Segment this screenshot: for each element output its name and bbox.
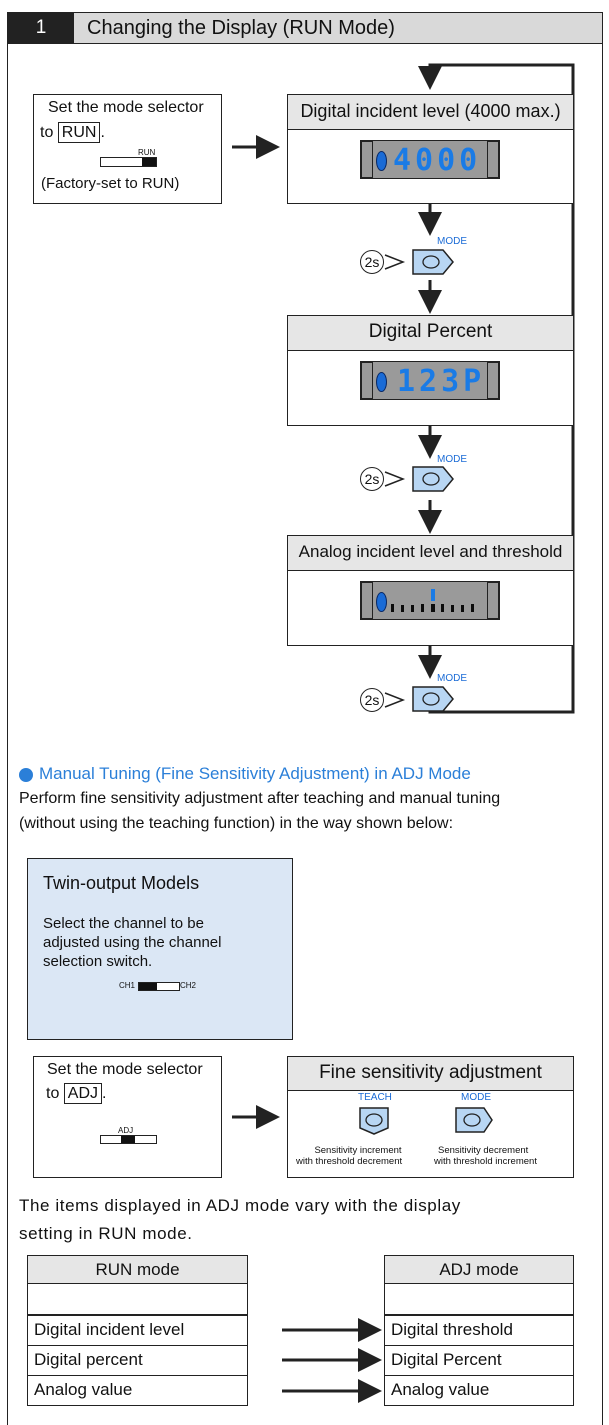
adj-selector-box: Set the mode selector to ADJ. ADJ (33, 1056, 222, 1178)
mode-button[interactable] (411, 465, 455, 493)
mode-label: MODE (437, 673, 467, 684)
card-title: Digital incident level (4000 max.) (288, 95, 573, 130)
run-tag: RUN (57, 122, 101, 143)
teach-label: TEACH (358, 1092, 392, 1103)
run-selector-box: Set the mode selector to RUN. RUN (Facto… (33, 94, 222, 204)
run-cell: Analog value (27, 1375, 248, 1406)
adj-cell-spacer (384, 1283, 574, 1315)
mode-desc-1: Sensitivity decrement (438, 1145, 529, 1156)
twin-output-box: Twin-output Models Select the channel to… (27, 858, 293, 1040)
analog-bar-graph (391, 589, 474, 612)
section-title: Changing the Display (RUN Mode) (87, 17, 395, 39)
lcd-display: 123P (360, 361, 500, 400)
fine-mode-label: MODE (461, 1092, 491, 1103)
chevron-right-icon (384, 254, 406, 270)
time-label: 2s (360, 250, 384, 274)
time-label: 2s (360, 688, 384, 712)
manual-tuning-heading: Manual Tuning (Fine Sensitivity Adjustme… (39, 764, 471, 783)
section-frame (7, 12, 603, 1425)
twin-title: Twin-output Models (43, 873, 200, 893)
lcd-display (360, 581, 500, 620)
card-title: Digital Percent (288, 316, 573, 351)
adj-cell: Digital threshold (384, 1315, 574, 1346)
run-selector-to: to (40, 124, 54, 141)
mode-button[interactable] (411, 248, 455, 276)
lcd-display: 4000 (360, 140, 500, 179)
run-factory-note: (Factory-set to RUN) (41, 175, 180, 192)
display-card-analog: Analog incident level and threshold (287, 535, 574, 646)
mode-label: MODE (437, 454, 467, 465)
fine-mode-button[interactable] (454, 1106, 494, 1136)
run-cell-spacer (27, 1283, 248, 1315)
adj-mode-selector-switch[interactable] (100, 1135, 157, 1144)
chevron-right-icon (384, 471, 406, 487)
teach-desc-2: with threshold decrement (296, 1156, 403, 1167)
lcd-value: 123P (397, 364, 486, 399)
lcd-value: 4000 (393, 143, 482, 178)
teach-button[interactable] (356, 1106, 392, 1136)
run-cell: Digital percent (27, 1345, 248, 1376)
run-selector-line1: Set the mode selector (48, 99, 204, 116)
indicator-led (376, 372, 387, 392)
display-card-incident: Digital incident level (4000 max.) 4000 (287, 94, 574, 204)
ch1-label: CH1 (119, 981, 136, 990)
chevron-right-icon (384, 692, 406, 708)
fine-title: Fine sensitivity adjustment (288, 1057, 573, 1091)
manual-tuning-line2: (without using the teaching function) in… (19, 815, 454, 832)
channel-selection-switch[interactable] (138, 982, 180, 991)
display-card-percent: Digital Percent 123P (287, 315, 574, 426)
card-title: Analog incident level and threshold (288, 536, 573, 571)
run-mode-header: RUN mode (27, 1255, 248, 1284)
time-label: 2s (360, 467, 384, 491)
indicator-led (376, 592, 387, 612)
adj-tag: ADJ (63, 1083, 103, 1104)
adj-cell: Digital Percent (384, 1345, 574, 1376)
adj-cell: Analog value (384, 1375, 574, 1406)
ch2-label: CH2 (180, 981, 197, 990)
indicator-led (376, 151, 387, 171)
twin-line2: adjusted using the channel (43, 934, 222, 951)
adj-selector-to: to (46, 1085, 60, 1102)
items-line1: The items displayed in ADJ mode vary wit… (19, 1196, 461, 1215)
bullet-icon (19, 768, 33, 782)
fine-adjustment-box: Fine sensitivity adjustment TEACH MODE S… (287, 1056, 574, 1178)
adj-mode-header: ADJ mode (384, 1255, 574, 1284)
run-switch-label: RUN (138, 148, 156, 157)
adj-switch-label: ADJ (118, 1126, 134, 1135)
mode-selector-switch[interactable] (100, 157, 157, 167)
manual-tuning-line1: Perform fine sensitivity adjustment afte… (19, 790, 501, 807)
twin-line3: selection switch. (43, 953, 153, 970)
items-line2: setting in RUN mode. (19, 1224, 193, 1243)
mode-label: MODE (437, 236, 467, 247)
section-header: 1 Changing the Display (RUN Mode) (7, 12, 603, 44)
adj-selector-period: . (102, 1085, 107, 1102)
teach-desc-1: Sensitivity increment (314, 1145, 402, 1156)
adj-selector-line1: Set the mode selector (47, 1061, 203, 1078)
run-cell: Digital incident level (27, 1315, 248, 1346)
section-number: 1 (8, 13, 74, 43)
twin-line1: Select the channel to be (43, 915, 204, 932)
run-selector-period: . (100, 124, 105, 141)
mode-button[interactable] (411, 685, 455, 713)
mode-desc-2: with threshold increment (434, 1156, 537, 1167)
